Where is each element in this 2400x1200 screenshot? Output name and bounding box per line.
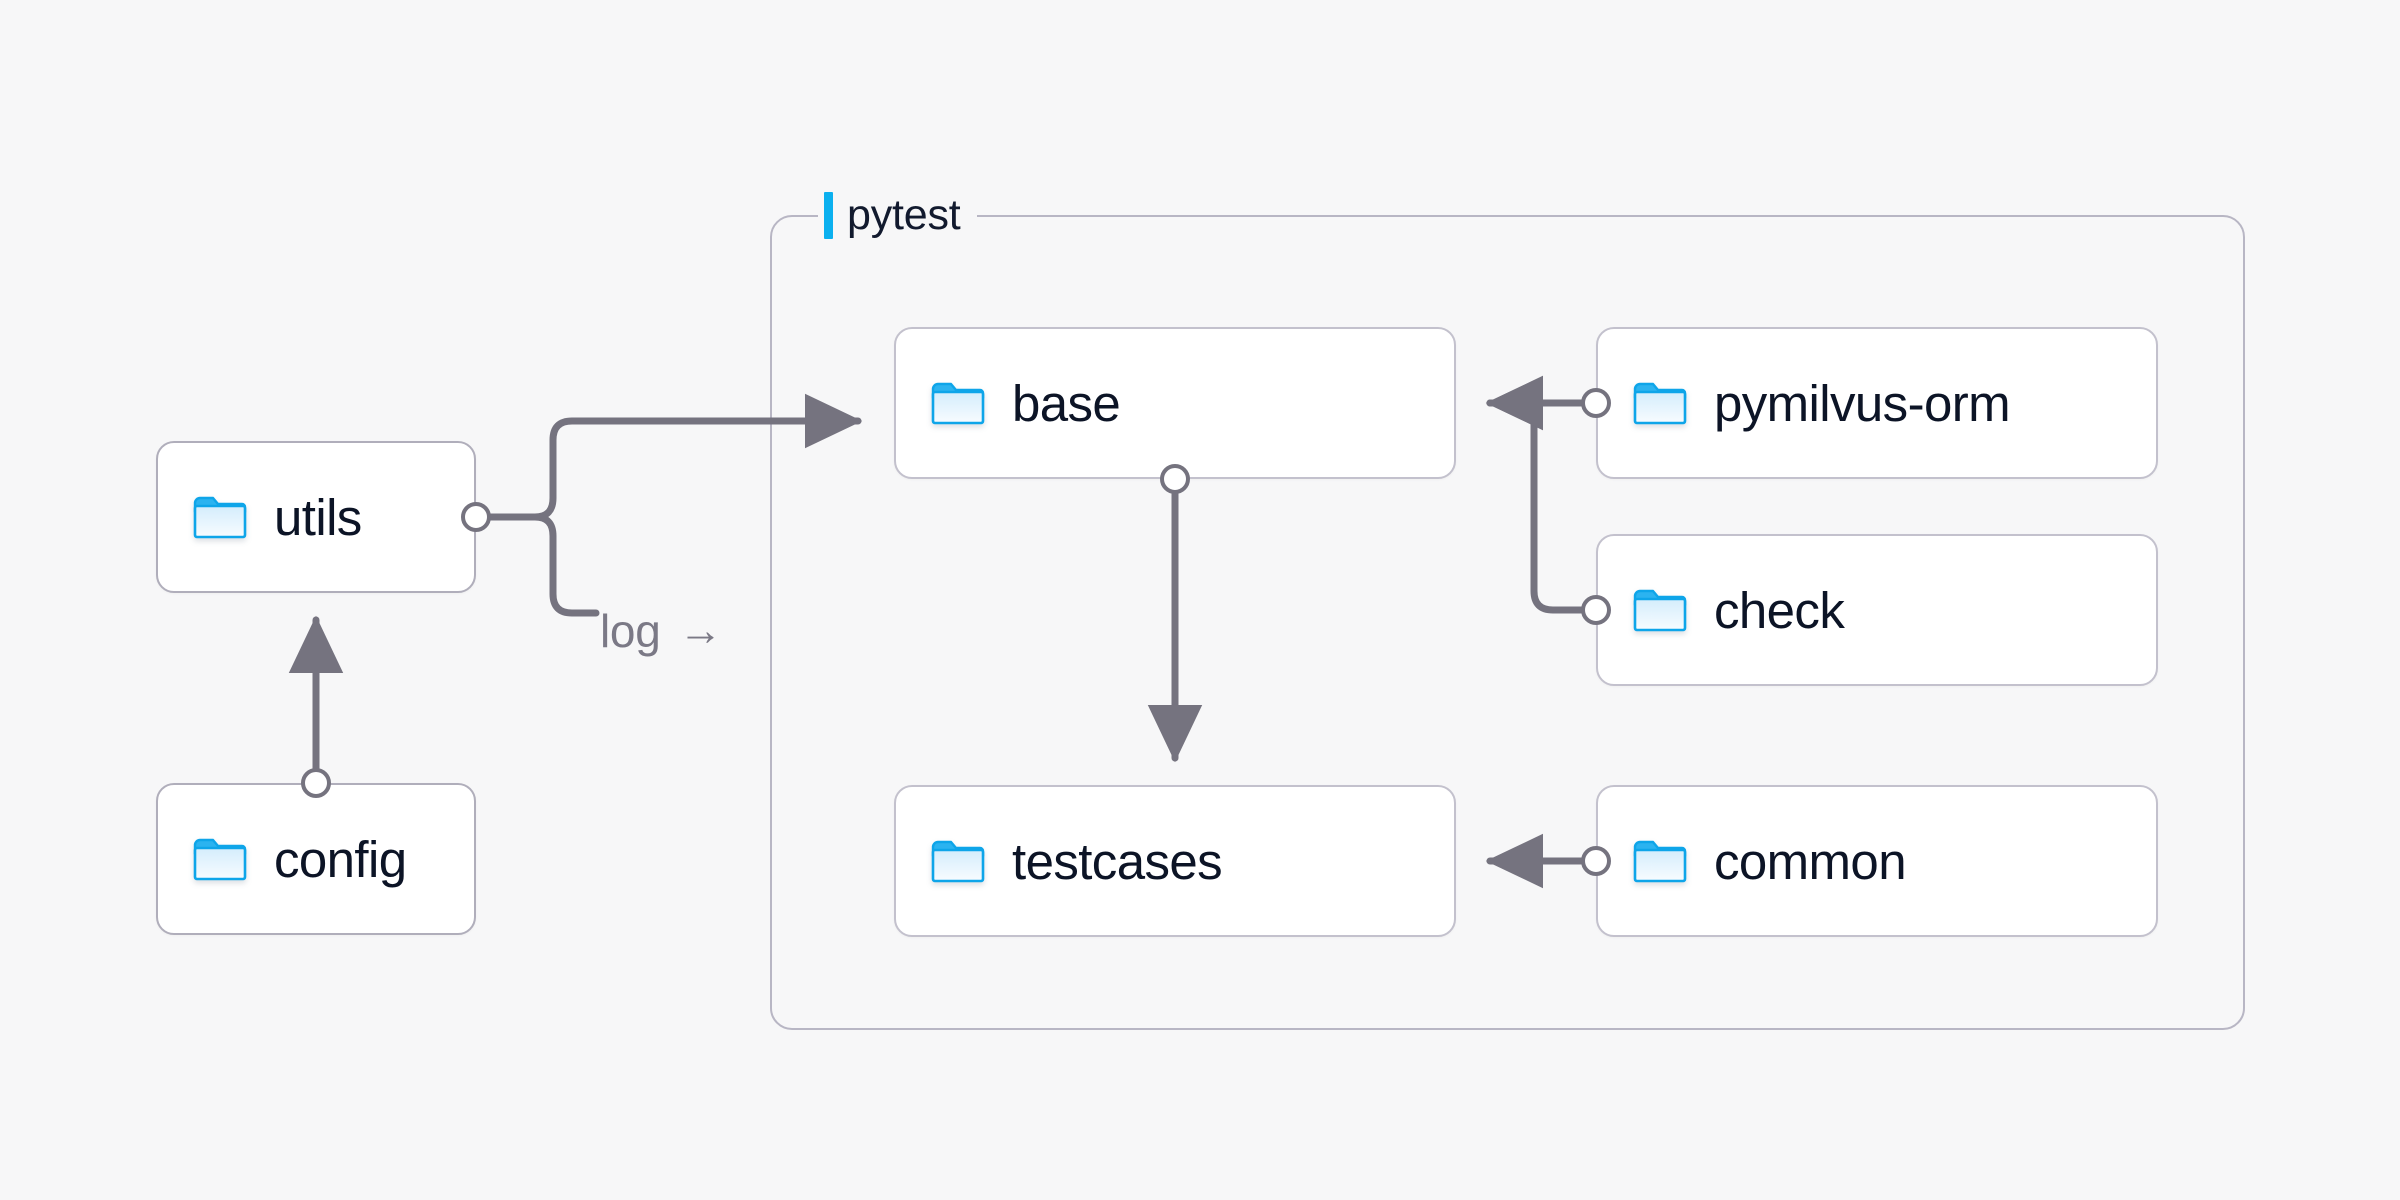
folder-icon [931,382,985,425]
dot-base-bottom[interactable] [1160,464,1190,494]
node-check[interactable]: check [1596,534,2158,686]
node-label-base: base [1012,374,1121,432]
node-label-check: check [1714,581,1845,639]
dot-config-top[interactable] [301,768,331,798]
node-testcases[interactable]: testcases [894,785,1456,937]
group-container-pytest [770,215,2245,1030]
node-pymilvus-orm[interactable]: pymilvus-orm [1596,327,2158,479]
node-label-pymilvus-orm: pymilvus-orm [1714,374,2011,432]
folder-icon [193,838,247,881]
folder-icon [193,496,247,539]
node-config[interactable]: config [156,783,476,935]
folder-icon [1633,840,1687,883]
dot-check-left[interactable] [1581,595,1611,625]
group-label-pytest: pytest [818,191,977,239]
group-label-text: pytest [847,190,961,239]
arrow-right-icon: → [678,606,723,655]
node-label-testcases: testcases [1012,832,1223,890]
node-label-config: config [274,830,407,888]
edge-utils-to-log [487,513,600,617]
node-base[interactable]: base [894,327,1456,479]
edge-label-log: log → [600,608,723,654]
dot-pymilvusorm-left[interactable] [1581,388,1611,418]
folder-icon [1633,589,1687,632]
node-label-utils: utils [274,488,362,546]
folder-icon [931,840,985,883]
dot-utils-right[interactable] [461,502,491,532]
node-label-common: common [1714,832,1907,890]
group-accent-bar [824,191,833,239]
dot-common-left[interactable] [1581,846,1611,876]
node-utils[interactable]: utils [156,441,476,593]
folder-icon [1633,382,1687,425]
node-common[interactable]: common [1596,785,2158,937]
edge-label-log-text: log [600,605,661,657]
